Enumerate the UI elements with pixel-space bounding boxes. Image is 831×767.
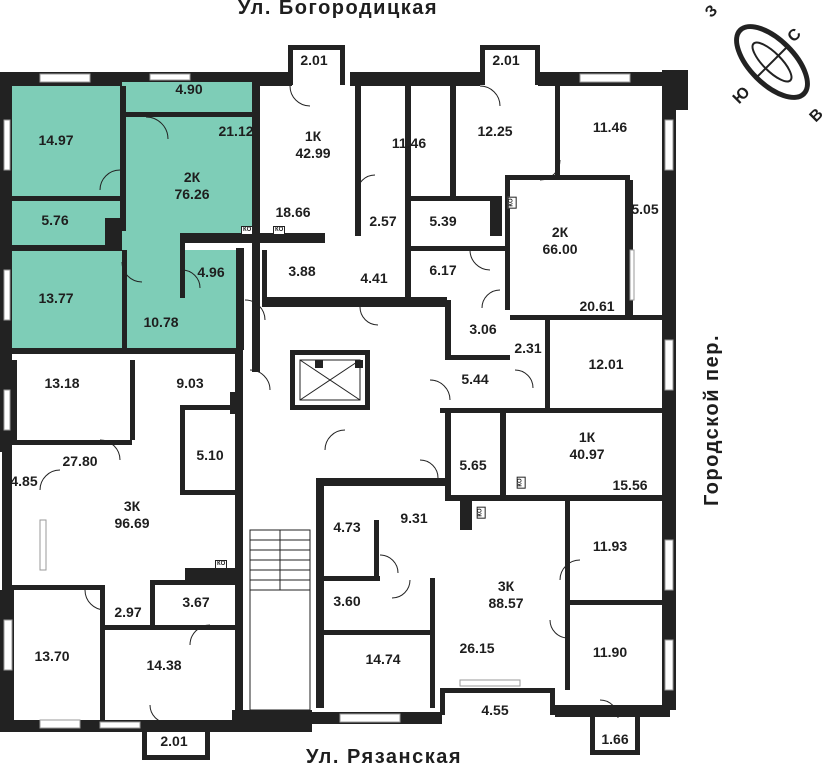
apartment-area: 40.97 [569,446,605,462]
room-area: 3.67 [182,594,210,610]
room-area: 4.90 [175,81,203,97]
apartment-area: 76.26 [174,186,210,202]
ko-mark: КО [273,226,286,235]
room-area: 11.90 [592,644,628,660]
room-area: 14.74 [365,651,401,667]
compass-icon [734,24,810,100]
street-north: Ул. Богородицкая [237,0,439,19]
apartment-area: 96.69 [114,515,150,531]
room-area: 9.03 [176,375,204,391]
apartment-area: 66.00 [542,241,578,257]
room-area: 14.38 [146,657,182,673]
room-area: 4.55 [481,702,509,718]
room-area: 9.31 [400,510,428,526]
room-area: 21.12 [218,123,254,139]
room-area: 5.05 [631,201,659,217]
room-area: 4.73 [333,519,361,535]
room-area: 3.06 [469,321,497,337]
elevator-icon [299,359,361,401]
windows [3,73,674,729]
highlighted-apartment-fill [12,80,258,350]
room-area: 13.18 [44,375,80,391]
room-area: 2.31 [514,340,542,356]
room-area: 13.70 [34,648,70,664]
room-area: 3.60 [333,593,361,609]
room-area: 12.01 [588,356,624,372]
room-area: 3.88 [288,263,316,279]
room-area: 27.80 [62,453,98,469]
apartment-area: 42.99 [295,145,331,161]
room-area: 2.97 [114,604,142,620]
room-area: 18.66 [275,204,311,220]
room-area: 5.39 [429,213,457,229]
room-area: 13.77 [38,290,74,306]
room-area: 14.97 [38,132,74,148]
ko-mark: КО [507,196,517,209]
room-area: 2.01 [300,52,328,68]
room-area: 12.25 [477,123,513,139]
door-swings [39,85,619,724]
room-area: 2.57 [369,213,397,229]
room-area: 5.65 [459,457,487,473]
ko-mark: КО [476,506,486,519]
apartment-type: 2К [551,224,569,240]
room-area: 5.10 [196,447,224,463]
room-area: 10.78 [143,314,179,330]
ko-mark: КО [241,226,254,235]
apartment-area: 88.57 [488,595,524,611]
apartment-type: 3К [497,578,515,594]
apartment-type: 2К [183,169,201,185]
room-area: 20.61 [579,298,615,314]
street-east: Городской пер. [701,333,723,507]
room-area: 11.93 [592,538,628,554]
room-area: 5.44 [461,371,489,387]
ko-mark: КО [215,560,228,569]
room-area: 15.56 [612,477,648,493]
room-area: 2.01 [160,733,188,749]
room-area: 4.85 [10,473,38,489]
room-area: 2.01 [492,52,520,68]
room-area: 5.76 [41,212,69,228]
stairs-icon [249,529,311,711]
room-area: 4.41 [360,270,388,286]
ko-mark: КО [516,476,526,489]
apartment-type: 3К [123,498,141,514]
room-area: 11.46 [592,119,628,135]
room-area: 1.66 [601,731,629,747]
room-area: 26.15 [459,640,495,656]
room-area: 6.17 [429,262,457,278]
apartment-type: 1К [304,128,322,144]
street-south: Ул. Рязанская [305,746,463,767]
room-area: 11.46 [391,135,427,151]
apartment-type: 1К [578,429,596,445]
room-area: 4.96 [197,264,225,280]
